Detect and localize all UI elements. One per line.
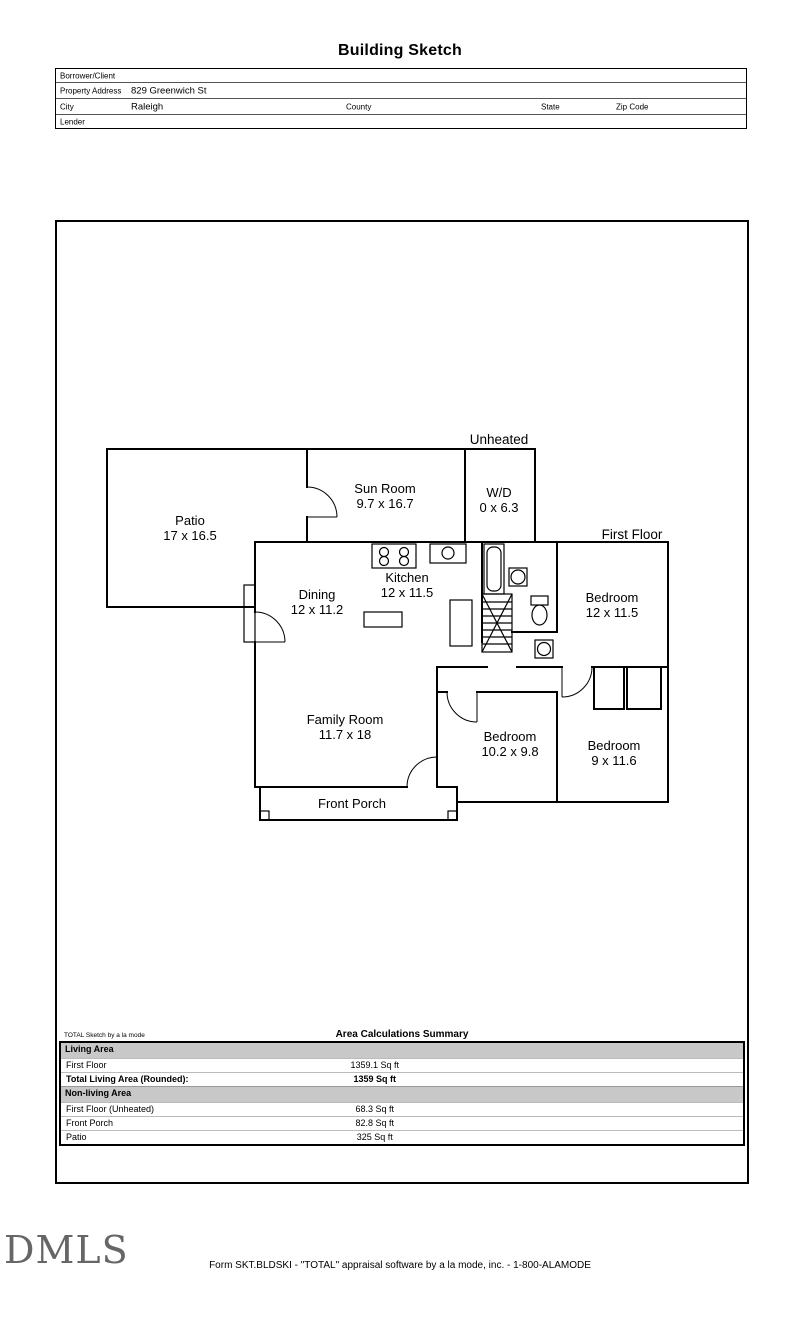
state-label: State [541,102,560,111]
side-step [243,584,256,643]
table-row-total: Total Living Area (Rounded): 1359 Sq ft [61,1072,743,1086]
floor-plan-drawing [106,448,669,821]
room-label-family-room: Family Room 11.7 x 18 [306,712,384,742]
row-value: 82.8 Sq ft [355,1118,394,1128]
room-label-bedroom3: Bedroom 9 x 11.6 [587,738,641,768]
kitchen-island [363,611,403,628]
form-row-property-address: Property Address 829 Greenwich St [56,83,746,99]
bath-sink-2 [534,639,554,659]
table-row: First Floor 1359.1 Sq ft [61,1058,743,1072]
row-label: First Floor [66,1060,107,1070]
bath-sink-1 [508,567,528,587]
porch-post-left [259,810,270,821]
bathtub [483,543,505,595]
floor-plan-sketch: Unheated First Floor Patio 17 x 16.5 Sun… [55,220,749,1184]
summary-table: Living Area First Floor 1359.1 Sq ft Tot… [59,1041,745,1146]
room-label-dining: Dining 12 x 11.2 [290,587,344,617]
living-area-section-header: Living Area [61,1043,743,1058]
property-info-form: Borrower/Client Property Address 829 Gre… [55,68,747,129]
row-label: Patio [66,1132,87,1142]
room-label-bedroom1: Bedroom 12 x 11.5 [585,590,639,620]
room-label-wd: W/D 0 x 6.3 [479,485,519,515]
table-row: First Floor (Unheated) 68.3 Sq ft [61,1102,743,1116]
row-value: 1359.1 Sq ft [350,1060,399,1070]
zip-code-label: Zip Code [616,102,649,111]
total-sketch-branding: TOTAL Sketch by a la mode [64,1032,145,1039]
patio-sunroom-door [306,486,338,518]
property-address-value: 829 Greenwich St [131,85,207,96]
non-living-area-section-header: Non-living Area [61,1086,743,1102]
closet-left [593,666,625,710]
dmls-watermark: DMLS [4,1228,129,1272]
page-title: Building Sketch [338,42,462,59]
property-address-label: Property Address [60,86,122,95]
table-row: Patio 325 Sq ft [61,1130,743,1144]
county-label: County [346,102,372,111]
doors [254,486,593,788]
first-floor-label: First Floor [601,527,663,542]
row-value: 68.3 Sq ft [355,1104,394,1114]
bedroom3-door [561,666,593,698]
room-label-front-porch: Front Porch [318,796,386,811]
borrower-label: Borrower/Client [60,71,116,80]
row-label: Total Living Area (Rounded): [66,1074,189,1084]
form-row-city-county-state-zip: City Raleigh County State Zip Code [56,99,746,115]
refrigerator [449,599,473,647]
toilet [530,595,549,606]
row-label: Front Porch [66,1118,114,1128]
closet-right [626,666,662,710]
front-porch-door [406,756,438,788]
lender-label: Lender [60,117,85,126]
kitchen-sink [429,543,467,564]
table-row: Front Porch 82.8 Sq ft [61,1116,743,1130]
room-label-patio: Patio 17 x 16.5 [163,513,217,543]
unheated-label: Unheated [469,432,529,447]
room-label-sun-room: Sun Room 9.7 x 16.7 [354,481,416,511]
room-label-kitchen: Kitchen 12 x 11.5 [380,570,434,600]
room-label-bedroom2: Bedroom 10.2 x 9.8 [481,729,539,759]
porch-post-right [447,810,458,821]
form-row-borrower: Borrower/Client [56,69,746,83]
dining-exterior-door [254,611,286,643]
city-label: City [60,102,74,111]
summary-header-row: TOTAL Sketch by a la mode Area Calculati… [59,1025,745,1041]
stove [371,543,417,569]
fixtures [243,543,554,821]
form-row-lender: Lender [56,115,746,128]
summary-title: Area Calculations Summary [335,1029,469,1040]
city-value: Raleigh [131,101,164,112]
bedroom2-door [446,691,478,723]
form-footer-line: Form SKT.BLDSKI - "TOTAL" appraisal soft… [209,1260,591,1271]
row-value: 1359 Sq ft [353,1074,396,1084]
row-value: 325 Sq ft [356,1132,393,1142]
area-calculations-summary: TOTAL Sketch by a la mode Area Calculati… [59,1025,745,1146]
row-label: First Floor (Unheated) [66,1104,155,1114]
walls [106,448,669,821]
